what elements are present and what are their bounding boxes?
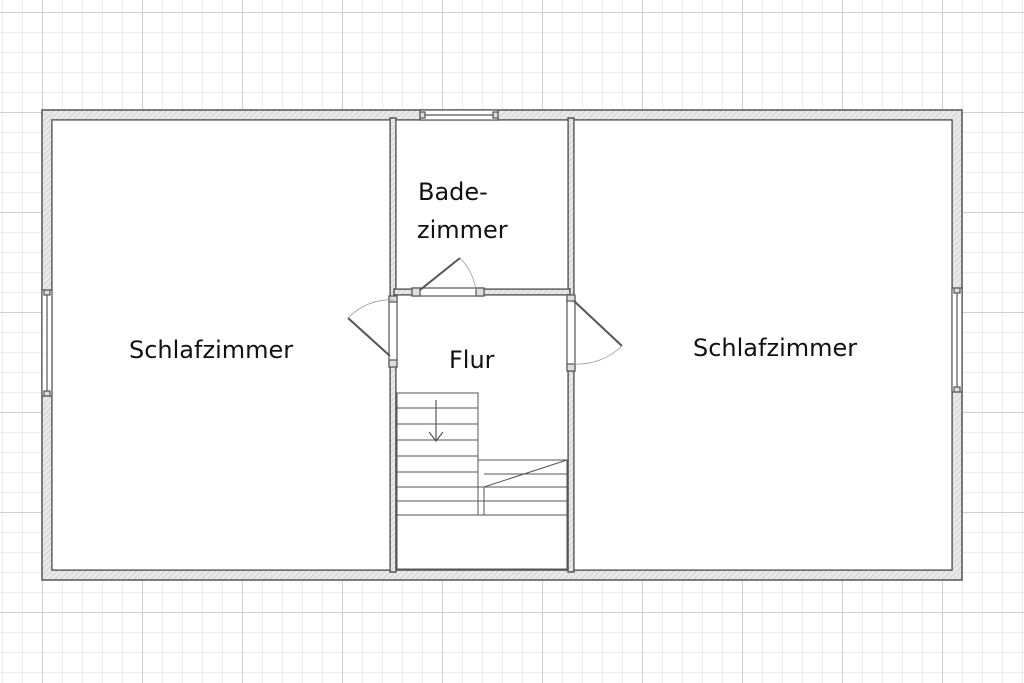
- right-bedroom-floor: [573, 119, 953, 571]
- door-bathroom: [411, 257, 485, 297]
- stair-direction-arrow: [428, 400, 444, 442]
- bathroom-window: [419, 109, 499, 121]
- door-right-bedroom: [566, 294, 623, 372]
- staircase: [396, 392, 568, 570]
- room-label-bathroom-line2: zimmer: [417, 216, 508, 244]
- room-label-bathroom-line1: Bade-: [418, 178, 488, 206]
- room-label-left-bedroom: Schlafzimmer: [129, 336, 294, 364]
- left-bedroom-floor: [51, 119, 391, 571]
- room-label-right-bedroom: Schlafzimmer: [693, 334, 858, 362]
- right-window: [951, 287, 963, 393]
- room-label-hallway: Flur: [449, 346, 495, 374]
- door-left-bedroom: [347, 295, 398, 368]
- left-window: [41, 289, 53, 397]
- room-fills: [51, 119, 953, 571]
